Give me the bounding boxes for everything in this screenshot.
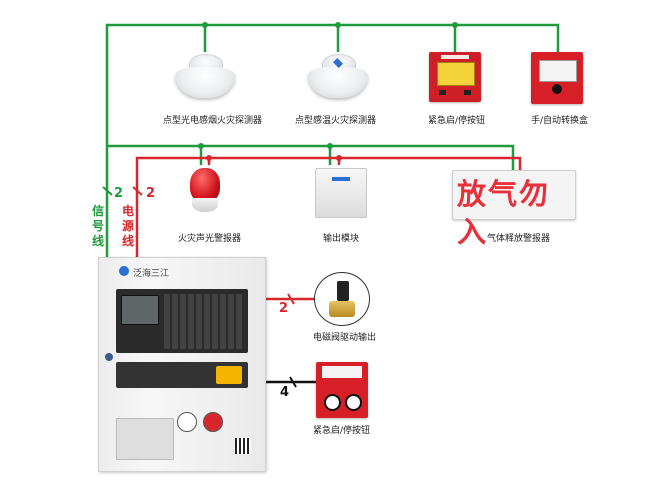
signal-tick (102, 186, 113, 196)
printer-slot (116, 418, 174, 460)
solenoid-valve-label: 电磁阀驱动输出 (313, 333, 377, 343)
control-panel (116, 289, 248, 353)
power-wire-label: 电源线 (121, 204, 134, 248)
yellow-key (216, 366, 242, 384)
emergency-start-stop-box-icon (316, 362, 368, 418)
emergency-start-stop-bottom-label: 紧急启/停按钮 (313, 426, 371, 436)
smoke-detector-icon (175, 52, 235, 102)
controller-brand: 泛海三江 (133, 269, 170, 279)
solenoid-wire-count: 2 (279, 301, 289, 316)
power-tick (132, 186, 143, 196)
certification-badges (177, 408, 237, 434)
emergency-start-stop-icon (429, 52, 481, 102)
output-module-icon (315, 168, 367, 218)
solenoid-valve-icon (314, 272, 370, 326)
heat-detector-label: 点型感温火灾探测器 (295, 116, 377, 126)
keypad (164, 294, 244, 349)
signal-wire-bus (105, 23, 560, 258)
signal-wire-count: 2 (114, 186, 124, 201)
fire-controller-cabinet: 泛海三江 (98, 257, 266, 472)
heat-detector-icon (308, 52, 368, 102)
sound-light-alarm-label: 火灾声光警报器 (178, 234, 242, 244)
junction-dots-red (206, 155, 342, 161)
signal-wire-label: 信号线 (91, 204, 104, 248)
sound-light-alarm-icon (188, 168, 222, 216)
gas-release-sign-label: 气体释放警报器 (487, 234, 551, 244)
qr-code-icon (235, 438, 251, 454)
emergency-wire (264, 376, 318, 388)
output-module-label: 输出模块 (323, 234, 360, 244)
manual-auto-switch-label: 手/自动转换盒 (531, 116, 589, 126)
solenoid-wire (264, 293, 322, 305)
emergency-start-stop-top-label: 紧急启/停按钮 (428, 116, 486, 126)
smoke-detector-label: 点型光电感烟火灾探测器 (163, 116, 263, 126)
power-wire-count: 2 (146, 186, 156, 201)
gas-release-sign-icon: 放气勿入 (452, 170, 576, 249)
lcd-screen (121, 295, 159, 325)
gas-release-sign-text: 放气勿入 (457, 177, 551, 249)
junction-dots (198, 22, 458, 149)
brand-logo-icon (119, 266, 129, 276)
emergency-wire-count: 4 (280, 385, 290, 400)
manual-auto-switch-icon (531, 52, 583, 104)
control-strip (116, 362, 248, 388)
lock-icon (105, 353, 113, 361)
